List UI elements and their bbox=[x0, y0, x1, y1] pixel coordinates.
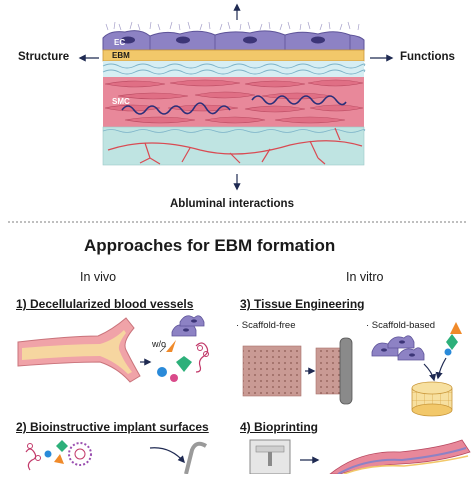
without-label: w/o bbox=[152, 339, 167, 349]
scaffold-based-label: · Scaffold-based bbox=[366, 320, 436, 331]
in-vitro-label: In vitro bbox=[346, 270, 384, 284]
in-vivo-label: In vivo bbox=[80, 270, 117, 284]
mandrel bbox=[339, 337, 353, 405]
endothelial-cells bbox=[102, 30, 365, 51]
smc-label: SMC bbox=[112, 97, 130, 106]
scaffold bbox=[411, 381, 453, 417]
approaches-title: Approaches for EBM formation bbox=[84, 236, 336, 255]
removed-cells-cluster bbox=[157, 315, 209, 382]
implant-surface-illustration bbox=[25, 440, 208, 475]
ebm-label: EBM bbox=[112, 51, 130, 60]
elastic-fiber-2 bbox=[251, 95, 347, 106]
functions-label: Functions bbox=[400, 51, 455, 63]
vessel-wall-illustration bbox=[78, 3, 394, 191]
elastic-fiber-1 bbox=[121, 102, 231, 115]
bioprinting-illustration bbox=[249, 439, 471, 475]
seeding-cells bbox=[371, 322, 462, 361]
scaffold-free-label: · Scaffold-free bbox=[236, 320, 296, 331]
microvessels bbox=[107, 127, 363, 165]
adventitia-layer bbox=[102, 126, 365, 166]
panel1-title: 1) Decellularized blood vessels bbox=[16, 297, 194, 311]
structure-label: Structure bbox=[18, 51, 70, 63]
panel4-title: 4) Bioprinting bbox=[240, 420, 318, 434]
decellularized-vessel-illustration bbox=[17, 315, 209, 383]
ebm-layer bbox=[102, 49, 365, 62]
ec-label: EC bbox=[114, 38, 126, 47]
printed-tissue bbox=[328, 439, 471, 475]
tissue-engineering-illustration bbox=[242, 322, 462, 417]
glycocalyx-hairs bbox=[105, 21, 360, 31]
rolled-sheet bbox=[315, 347, 343, 395]
panel3-title: 3) Tissue Engineering bbox=[240, 297, 365, 311]
cell-sheet bbox=[242, 345, 302, 397]
abluminal-interactions-label: Abluminal interactions bbox=[170, 198, 294, 210]
panel2-title: 2) Bioinstructive implant surfaces bbox=[16, 420, 209, 434]
internal-elastic-band bbox=[103, 61, 364, 77]
